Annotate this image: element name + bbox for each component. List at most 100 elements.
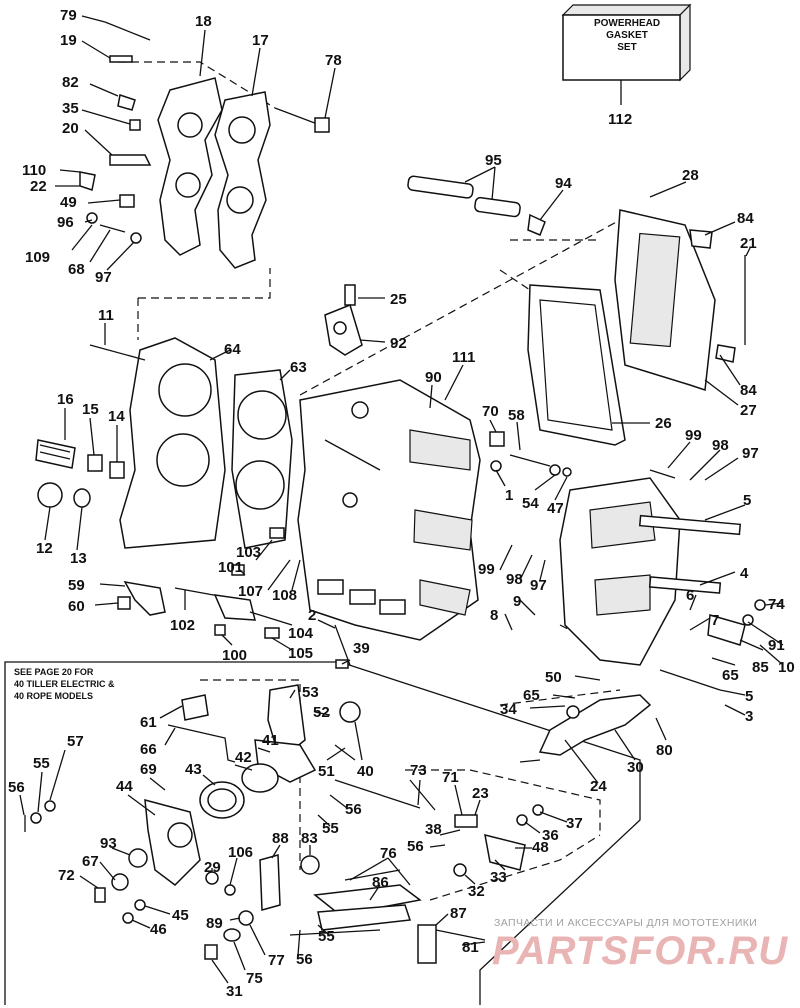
linkage-parts (24, 684, 544, 964)
callout-7: 7 (711, 612, 719, 629)
callout-10: 10 (778, 659, 795, 676)
callout-86: 86 (372, 874, 389, 891)
linkage-section-border (4, 661, 641, 1005)
callout-60: 60 (68, 598, 85, 615)
callout-110: 110 (22, 162, 46, 179)
callout-65-left: 65 (523, 687, 540, 704)
pipes (407, 175, 546, 236)
callout-1: 1 (505, 487, 513, 504)
callout-104: 104 (288, 625, 314, 642)
cylinder-head (89, 337, 293, 549)
callout-91: 91 (768, 637, 785, 654)
callout-17: 17 (252, 32, 269, 49)
callout-109: 109 (25, 249, 50, 266)
callout-19: 19 (60, 32, 77, 49)
mid-right-parts (489, 431, 766, 691)
gasket-set-line3: SET (617, 42, 637, 53)
lift-bracket (324, 284, 363, 356)
callout-100: 100 (222, 647, 247, 664)
callout-42: 42 (235, 749, 252, 766)
callout-102: 102 (170, 617, 195, 634)
callout-97-right: 97 (742, 445, 759, 462)
callout-76: 76 (380, 845, 397, 862)
callout-56-right: 56 (407, 838, 424, 855)
callout-32: 32 (468, 883, 485, 900)
callout-99-mid: 99 (478, 561, 495, 578)
crankcase-half (559, 477, 742, 666)
callout-44: 44 (116, 778, 133, 795)
thermostat-group (35, 439, 125, 508)
callout-84-bottom: 84 (740, 382, 757, 399)
callout-80: 80 (656, 742, 673, 759)
callout-38: 38 (425, 821, 442, 838)
note-line1: SEE PAGE 20 FOR (14, 667, 94, 677)
callout-12: 12 (36, 540, 53, 557)
callout-23: 23 (472, 785, 489, 802)
callout-49: 49 (60, 194, 77, 211)
callout-72: 72 (58, 867, 75, 884)
callout-89: 89 (206, 915, 223, 932)
callout-21: 21 (740, 235, 757, 252)
gasket-set-label: POWERHEAD GASKET SET (572, 18, 682, 54)
callout-74: 74 (768, 596, 785, 613)
callout-24: 24 (590, 778, 607, 795)
callout-94: 94 (555, 175, 572, 192)
callout-6: 6 (686, 587, 694, 604)
callout-52: 52 (313, 704, 330, 721)
callout-112: 112 (608, 111, 632, 128)
callout-37: 37 (566, 815, 583, 832)
callout-111: 111 (452, 349, 475, 366)
callout-67: 67 (82, 853, 99, 870)
callout-77: 77 (268, 952, 285, 969)
gasket-set-box (561, 3, 692, 105)
callout-59: 59 (68, 577, 85, 594)
callout-97-mid: 97 (530, 577, 547, 594)
callout-39: 39 (353, 640, 370, 657)
upper-left-fasteners (79, 21, 330, 244)
callout-36: 36 (542, 827, 559, 844)
callout-29: 29 (204, 859, 221, 876)
callout-105: 105 (288, 645, 313, 662)
callout-81: 81 (462, 939, 479, 956)
callout-26: 26 (655, 415, 672, 432)
callout-96: 96 (57, 214, 74, 231)
callout-79: 79 (60, 7, 77, 24)
callout-43: 43 (185, 761, 202, 778)
callout-68: 68 (68, 261, 85, 278)
callout-45: 45 (172, 907, 189, 924)
callout-55-left: 55 (33, 755, 50, 772)
callout-65-right: 65 (722, 667, 739, 684)
callout-56-center: 56 (345, 801, 362, 818)
throttle-lever (519, 694, 652, 763)
callout-48: 48 (532, 839, 549, 856)
callout-40: 40 (357, 763, 374, 780)
callout-82: 82 (62, 74, 79, 91)
callout-8: 8 (490, 607, 498, 624)
callout-64: 64 (224, 341, 241, 358)
callout-58: 58 (508, 407, 525, 424)
callout-78: 78 (325, 52, 342, 69)
callout-25: 25 (390, 291, 407, 308)
gasket-set-line1: POWERHEAD (593, 18, 661, 29)
callout-98-right: 98 (712, 437, 729, 454)
callout-11: 11 (98, 307, 114, 324)
callout-22: 22 (30, 178, 47, 195)
callout-63: 63 (290, 359, 307, 376)
callout-66: 66 (140, 741, 157, 758)
callout-3: 3 (745, 708, 753, 725)
callout-73: 73 (410, 762, 427, 779)
callout-88: 88 (272, 830, 289, 847)
cylinder-block (297, 379, 481, 641)
callout-4: 4 (740, 565, 749, 582)
callout-31: 31 (226, 983, 243, 1000)
callout-numbers: 79 18 17 19 78 82 35 20 110 22 49 96 109… (8, 7, 795, 1000)
note-line2: 40 TILLER ELECTRIC & (14, 679, 115, 689)
callout-50: 50 (545, 669, 562, 686)
callout-99-right: 99 (685, 427, 702, 444)
callout-5-lower: 5 (745, 688, 753, 705)
callout-56-left: 56 (8, 779, 25, 796)
callout-55-bottom: 55 (318, 928, 335, 945)
callout-103: 103 (236, 544, 261, 561)
callout-83: 83 (301, 830, 318, 847)
